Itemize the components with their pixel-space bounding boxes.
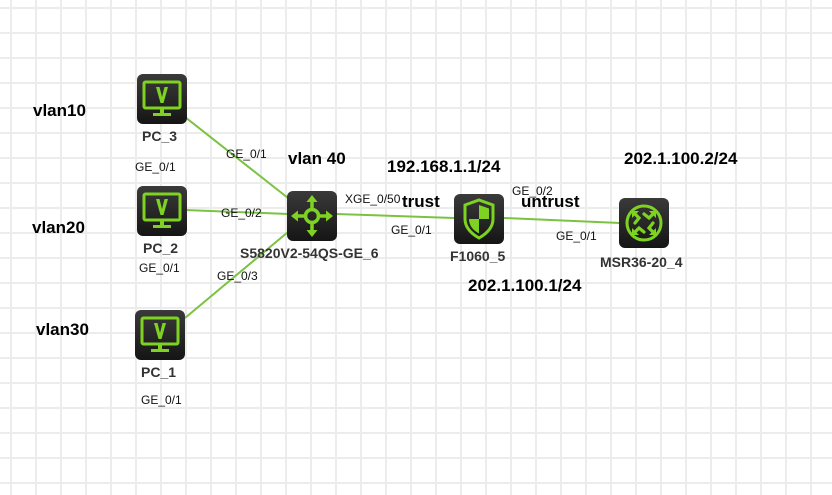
firewall-shield-icon	[463, 198, 495, 240]
port-label-fw-ge01: GE_0/1	[391, 223, 432, 237]
node-switch[interactable]	[287, 191, 337, 241]
node-label-router: MSR36-20_4	[600, 254, 683, 270]
annotation-vlan30: vlan30	[36, 320, 89, 339]
port-label-pc2: GE_0/1	[139, 261, 180, 275]
node-pc3[interactable]	[137, 74, 187, 124]
router-cross-arrows-icon	[625, 204, 663, 242]
node-label-switch: S5820V2-54QS-GE_6	[240, 245, 379, 261]
port-label-sw-ge02: GE_0/2	[221, 206, 262, 220]
port-label-fw-ge02: GE_0/2	[512, 184, 553, 198]
link-switch-firewall[interactable]	[335, 213, 455, 219]
link-pc1-switch[interactable]	[184, 231, 289, 319]
node-label-firewall: F1060_5	[450, 248, 506, 264]
pc-monitor-icon	[140, 316, 180, 352]
port-label-rt-ge01: GE_0/1	[556, 229, 597, 243]
link-pc2-switch[interactable]	[184, 209, 289, 215]
annotation-untrust: untrust	[521, 192, 580, 211]
node-router[interactable]	[619, 198, 669, 248]
node-label-pc2: PC_2	[143, 240, 179, 256]
node-label-pc3: PC_3	[142, 128, 178, 144]
switch-arrows-icon	[291, 195, 333, 237]
port-label-pc1: GE_0/1	[141, 393, 182, 407]
pc-monitor-icon	[142, 80, 182, 116]
port-label-sw-ge01: GE_0/1	[226, 147, 267, 161]
link-pc3-switch[interactable]	[184, 116, 289, 199]
node-pc2[interactable]	[137, 186, 187, 236]
node-pc1[interactable]	[135, 310, 185, 360]
annotation-untrust-ip: 202.1.100.1/24	[468, 276, 582, 295]
link-firewall-router[interactable]	[503, 217, 621, 224]
node-label-pc1: PC_1	[141, 364, 177, 380]
annotation-router-ip: 202.1.100.2/24	[624, 149, 738, 168]
annotation-trust-ip: 192.168.1.1/24	[387, 157, 501, 176]
annotation-vlan10: vlan10	[33, 101, 86, 120]
port-label-pc3: GE_0/1	[135, 160, 176, 174]
port-label-sw-xge050: XGE_0/50	[345, 192, 401, 206]
port-label-sw-ge03: GE_0/3	[217, 269, 258, 283]
annotation-trust: trust	[402, 192, 440, 211]
annotation-vlan20: vlan20	[32, 218, 85, 237]
annotation-vlan40: vlan 40	[288, 149, 346, 168]
pc-monitor-icon	[142, 192, 182, 228]
node-firewall[interactable]	[454, 194, 504, 244]
